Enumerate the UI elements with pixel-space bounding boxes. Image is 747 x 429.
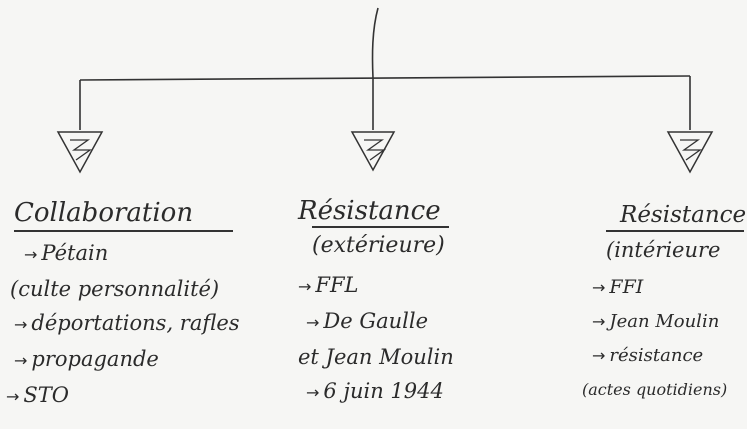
column-resistance-interieure: Résistance (intérieure →FFI →Jean Moulin… [582,200,747,407]
list-item: →propagande [14,347,159,371]
column-subtitle: (intérieure [606,230,744,264]
list-item: →STO [6,383,70,407]
list-item: →déportations, rafles [14,311,240,335]
root-stem [371,7,379,79]
item-list: →FFI →Jean Moulin →résistance (actes quo… [582,270,744,407]
list-item: (actes quotidiens) [582,380,728,399]
list-item: →6 juin 1944 [306,379,444,403]
list-item: →FFL [298,273,359,297]
triangle-marker-center [350,131,396,172]
triangle-marker-right [666,131,714,174]
column-resistance-exterieure: Résistance (extérieure) →FFL →De Gaulle … [298,196,498,410]
column-subtitle: (extérieure) [312,226,449,262]
column-collaboration: Collaboration →Pétain (culte personnalit… [6,198,254,414]
item-list: →FFL →De Gaulle et Jean Moulin →6 juin 1… [298,268,498,410]
column-title: Résistance [620,202,747,228]
list-item: →FFI [592,276,644,298]
triangle-marker-left [56,131,104,174]
column-title: Collaboration [14,198,234,232]
item-list: →Pétain (culte personnalité) →déportatio… [6,236,254,414]
list-item: →résistance [592,345,704,366]
list-item: (culte personnalité) [10,277,220,301]
list-item: →Jean Moulin [592,311,720,332]
list-item: →De Gaulle [306,309,429,333]
list-item: et Jean Moulin [298,345,454,369]
branch-bar [79,75,691,81]
column-title: Résistance [298,196,441,226]
list-item: →Pétain [24,241,109,265]
